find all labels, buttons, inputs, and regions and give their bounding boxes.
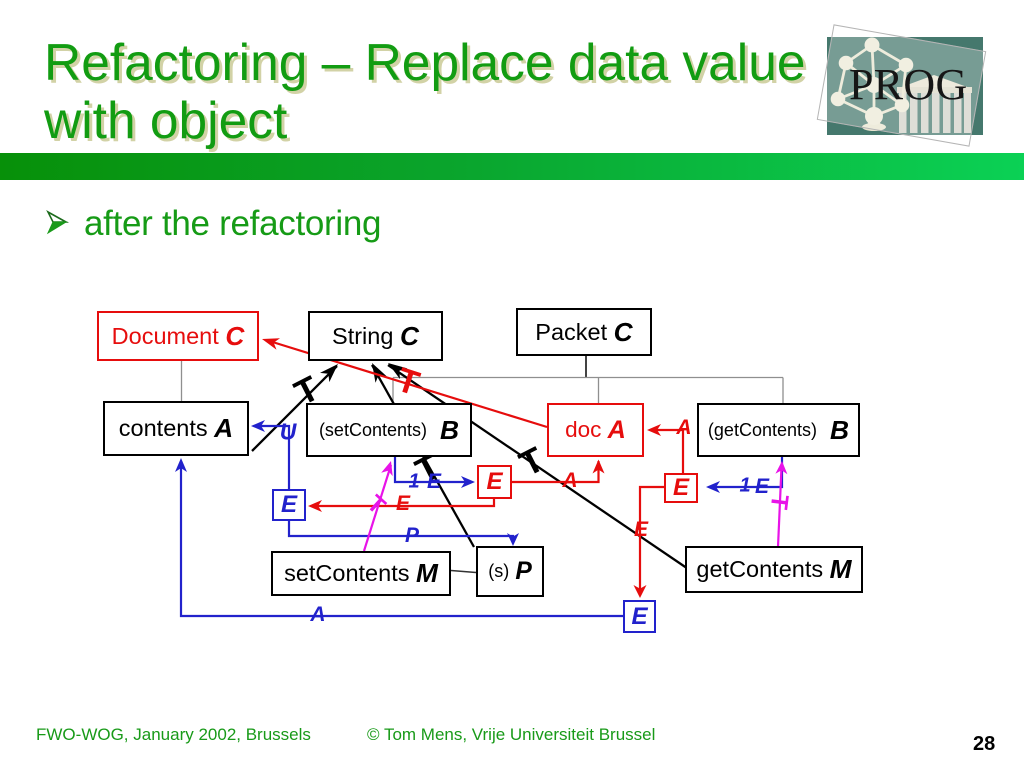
svg-text:T: T — [514, 440, 551, 484]
svg-text:T: T — [765, 493, 794, 511]
